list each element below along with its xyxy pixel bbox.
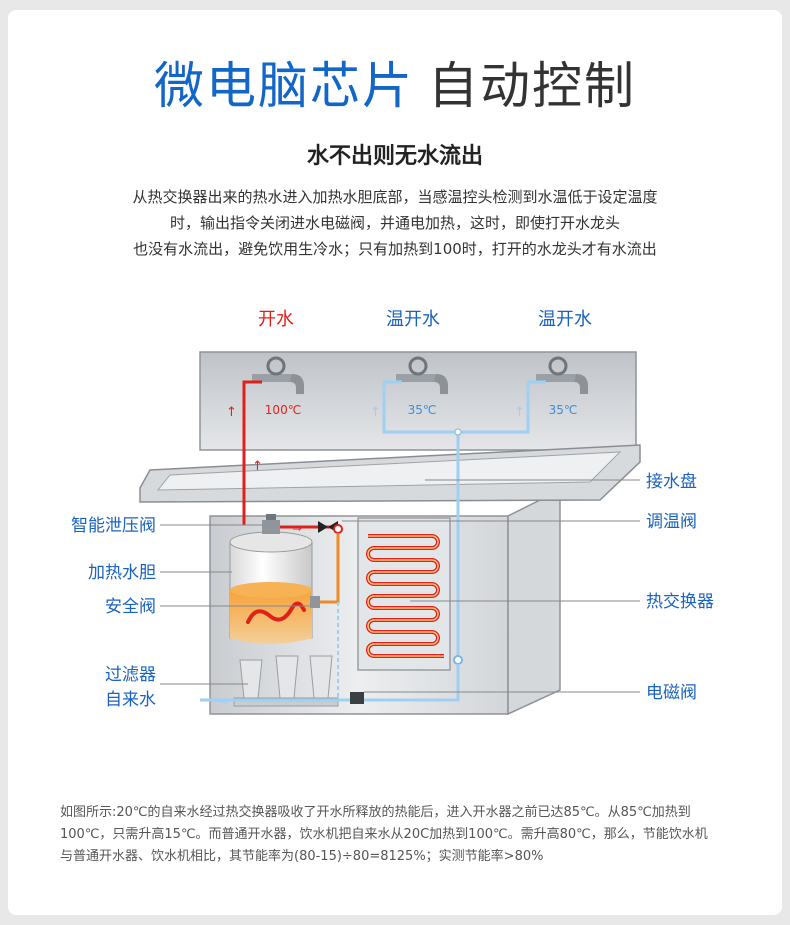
footer-note-line: 100℃，只需升高15℃。而普通开水器，饮水机把自来水从20C加热到100℃。需…: [60, 827, 708, 842]
safety-valve[interactable]: [310, 596, 320, 608]
pressure-relief-valve[interactable]: [262, 514, 280, 534]
label-safety-valve: 安全阀: [105, 597, 156, 617]
description-line: 也没有水流出，避免饮用生冷水；只有加热到100时，打开的水龙头才有水流出: [133, 240, 657, 258]
tap-temp-warm-1: 35℃: [408, 403, 437, 417]
label-tap-water: 自来水: [105, 690, 156, 710]
filter-cartridges: [233, 655, 339, 707]
label-filter: 过滤器: [105, 665, 156, 685]
tap-faucet-warm-1[interactable]: [396, 356, 448, 394]
description-paragraph: 从热交换器出来的热水进入加热水胆底部，当感温控头检测到水温低于设定温度 时，输出…: [60, 184, 730, 262]
description-line: 从热交换器出来的热水进入加热水胆底部，当感温控头检测到水温低于设定温度: [132, 188, 658, 206]
label-solenoid-valve: 电磁阀: [646, 683, 697, 703]
heat-exchanger: [357, 517, 451, 671]
label-water-tray: 接水盘: [646, 472, 697, 492]
footer-note-line: 与普通开水器、饮水机相比，其节能率为(80-15)÷80=8125%；实测节能率…: [60, 849, 544, 864]
leader-lines: [160, 479, 640, 693]
label-thermostatic-valve: 调温阀: [646, 512, 697, 532]
hot-water-pipe: [242, 380, 262, 525]
label-heating-tank: 加热水胆: [88, 563, 156, 583]
arrow-up-icon: ↑: [252, 459, 263, 474]
arrow-right-icon: ⇒: [292, 521, 302, 535]
heating-tank: [229, 531, 313, 644]
heating-element: [246, 601, 306, 624]
arrow-up-icon: ↑: [514, 405, 525, 420]
label-heat-exchanger: 热交换器: [646, 592, 714, 612]
back-wall: [199, 351, 637, 451]
solenoid-valve[interactable]: [350, 692, 364, 704]
tap-label-hot: 开水: [258, 309, 294, 330]
tap-faucet-hot[interactable]: [252, 356, 304, 394]
arrow-right-icon: →: [218, 695, 228, 709]
tap-temp-warm-2: 35℃: [549, 403, 578, 417]
subtitle: 水不出则无水流出: [306, 144, 483, 169]
label-pressure-relief-valve: 智能泄压阀: [71, 516, 156, 536]
title-rest: 自动控制: [428, 57, 636, 115]
tap-label-warm-2: 温开水: [538, 309, 592, 330]
tap-label-warm-1: 温开水: [386, 309, 440, 330]
description-line: 时，输出指令关闭进水电磁阀，并通电加热，这时，即使打开水龙头: [169, 214, 620, 232]
tap-temp-hot: 100℃: [265, 403, 301, 417]
arrow-up-icon: ↑: [226, 405, 237, 420]
cabinet-side: [507, 488, 561, 716]
cold-water-inlet-pipe: [200, 664, 460, 702]
arrow-up-icon: ↑: [370, 405, 381, 420]
title-main: 微电脑芯片: [154, 57, 414, 115]
footer-note-line: 如图所示:20℃的自来水经过热交换器吸收了开水所释放的热能后，进入开水器之前已达…: [60, 805, 691, 820]
page-title: 微电脑芯片自动控制: [0, 56, 790, 116]
tap-faucet-warm-2[interactable]: [536, 356, 588, 394]
